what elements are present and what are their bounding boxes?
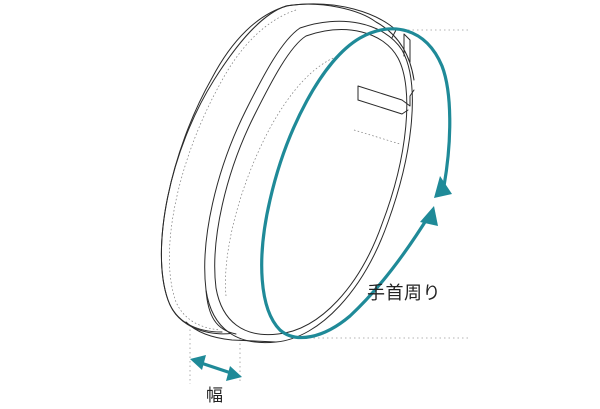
width-arrow-right-icon — [226, 366, 242, 381]
width-arrow-left-icon — [190, 355, 206, 370]
band-bottom-wall — [205, 289, 237, 335]
circumference-loop — [260, 27, 452, 340]
band-front-edge — [160, 5, 288, 333]
band-inner-lip — [214, 29, 408, 336]
sensor-module-edge — [357, 99, 409, 115]
circumference-indicator — [260, 27, 452, 340]
band-back-rim — [285, 3, 415, 81]
circumference-arrow-upper-icon — [434, 176, 452, 198]
circumference-label: 手首周り — [367, 283, 441, 304]
width-label: 幅 — [206, 386, 223, 406]
width-arrow-line — [196, 360, 236, 376]
sensor-module-hidden-line — [353, 129, 401, 145]
sensor-bump — [403, 33, 411, 63]
sensor-module — [357, 85, 415, 107]
width-indicator — [190, 355, 242, 381]
band-outer-seam — [169, 9, 297, 331]
band-bottom-wall-2 — [185, 321, 277, 343]
circumference-arrow-lower-icon — [420, 206, 438, 226]
band-inner-back-surface — [225, 55, 339, 297]
